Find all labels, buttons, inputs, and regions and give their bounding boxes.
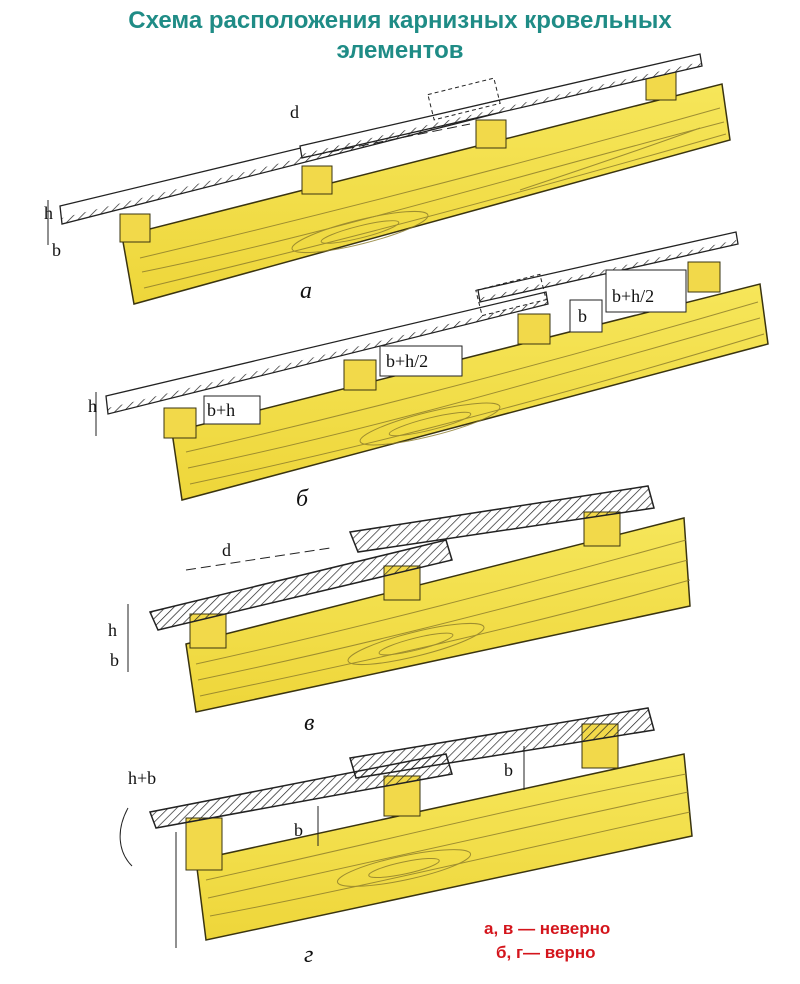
panel-a: d h b а	[44, 53, 731, 305]
roof-sheet-v1	[148, 539, 453, 631]
batten	[301, 165, 333, 195]
overlap-box-a	[427, 77, 501, 121]
gap-box-bh2-high	[605, 269, 687, 313]
label-h-plus-b: h+b	[128, 768, 156, 788]
roof-sheet-g2	[349, 707, 655, 779]
label-h-b: h	[88, 396, 97, 416]
legend-right: б, г— верно	[496, 943, 596, 962]
label-b-plus-h2-high: b+h/2	[612, 286, 654, 306]
batten	[343, 359, 377, 391]
panel-v: d h b в	[108, 485, 691, 736]
label-b-v: b	[110, 650, 119, 670]
wood-grain-b	[185, 301, 765, 485]
batten-group-a	[119, 71, 677, 243]
caption-v: в	[304, 710, 314, 736]
label-b: b	[52, 240, 61, 260]
panel-g: b b h+b г	[119, 707, 693, 968]
legend-wrong: а, в — неверно	[484, 919, 611, 938]
rafter-beam-v	[185, 517, 691, 713]
panel-b: b+h b+h/2 b b+h/2 h б	[88, 231, 769, 512]
dashed-line-v	[185, 547, 331, 571]
caption-g: г	[304, 942, 313, 968]
batten-group-b	[163, 261, 721, 439]
batten	[119, 213, 151, 243]
wood-grain-v	[195, 539, 691, 697]
overlap-box-b	[475, 273, 547, 317]
rafter-beam-g	[195, 753, 693, 941]
batten	[475, 119, 507, 149]
batten	[687, 261, 721, 293]
label-b-g-high: b	[504, 760, 513, 780]
wood-grain-g	[205, 773, 691, 917]
gap-box-bh2-low	[379, 345, 463, 377]
dashed-line-a	[299, 123, 471, 159]
label-d: d	[290, 102, 299, 122]
roof-sheet-v2	[348, 485, 655, 553]
gap-box-bh	[203, 395, 261, 425]
caption-a: а	[300, 278, 312, 304]
label-b-plus-h2-low: b+h/2	[386, 351, 428, 371]
label-b-plus-h: b+h	[207, 400, 235, 420]
caption-b: б	[296, 486, 309, 512]
label-h: h	[44, 203, 53, 223]
roof-sheet-a2-hatch	[302, 62, 702, 158]
rafter-beam-a	[121, 83, 731, 305]
label-d-v: d	[222, 540, 231, 560]
page-title-line2: элементов	[336, 37, 464, 64]
roof-sheet-b1-hatch	[108, 300, 548, 414]
batten	[185, 817, 223, 871]
batten	[517, 313, 551, 345]
wood-grain-a	[139, 107, 727, 289]
gap-box-b	[569, 299, 603, 333]
label-b-g-low: b	[294, 820, 303, 840]
rafter-beam-b	[171, 283, 769, 501]
dim-arc-g	[119, 807, 133, 867]
label-b-upper: b	[578, 306, 587, 326]
label-h-v: h	[108, 620, 117, 640]
batten	[163, 407, 197, 439]
page-title-line1: Схема расположения карнизных кровельных	[128, 7, 672, 34]
